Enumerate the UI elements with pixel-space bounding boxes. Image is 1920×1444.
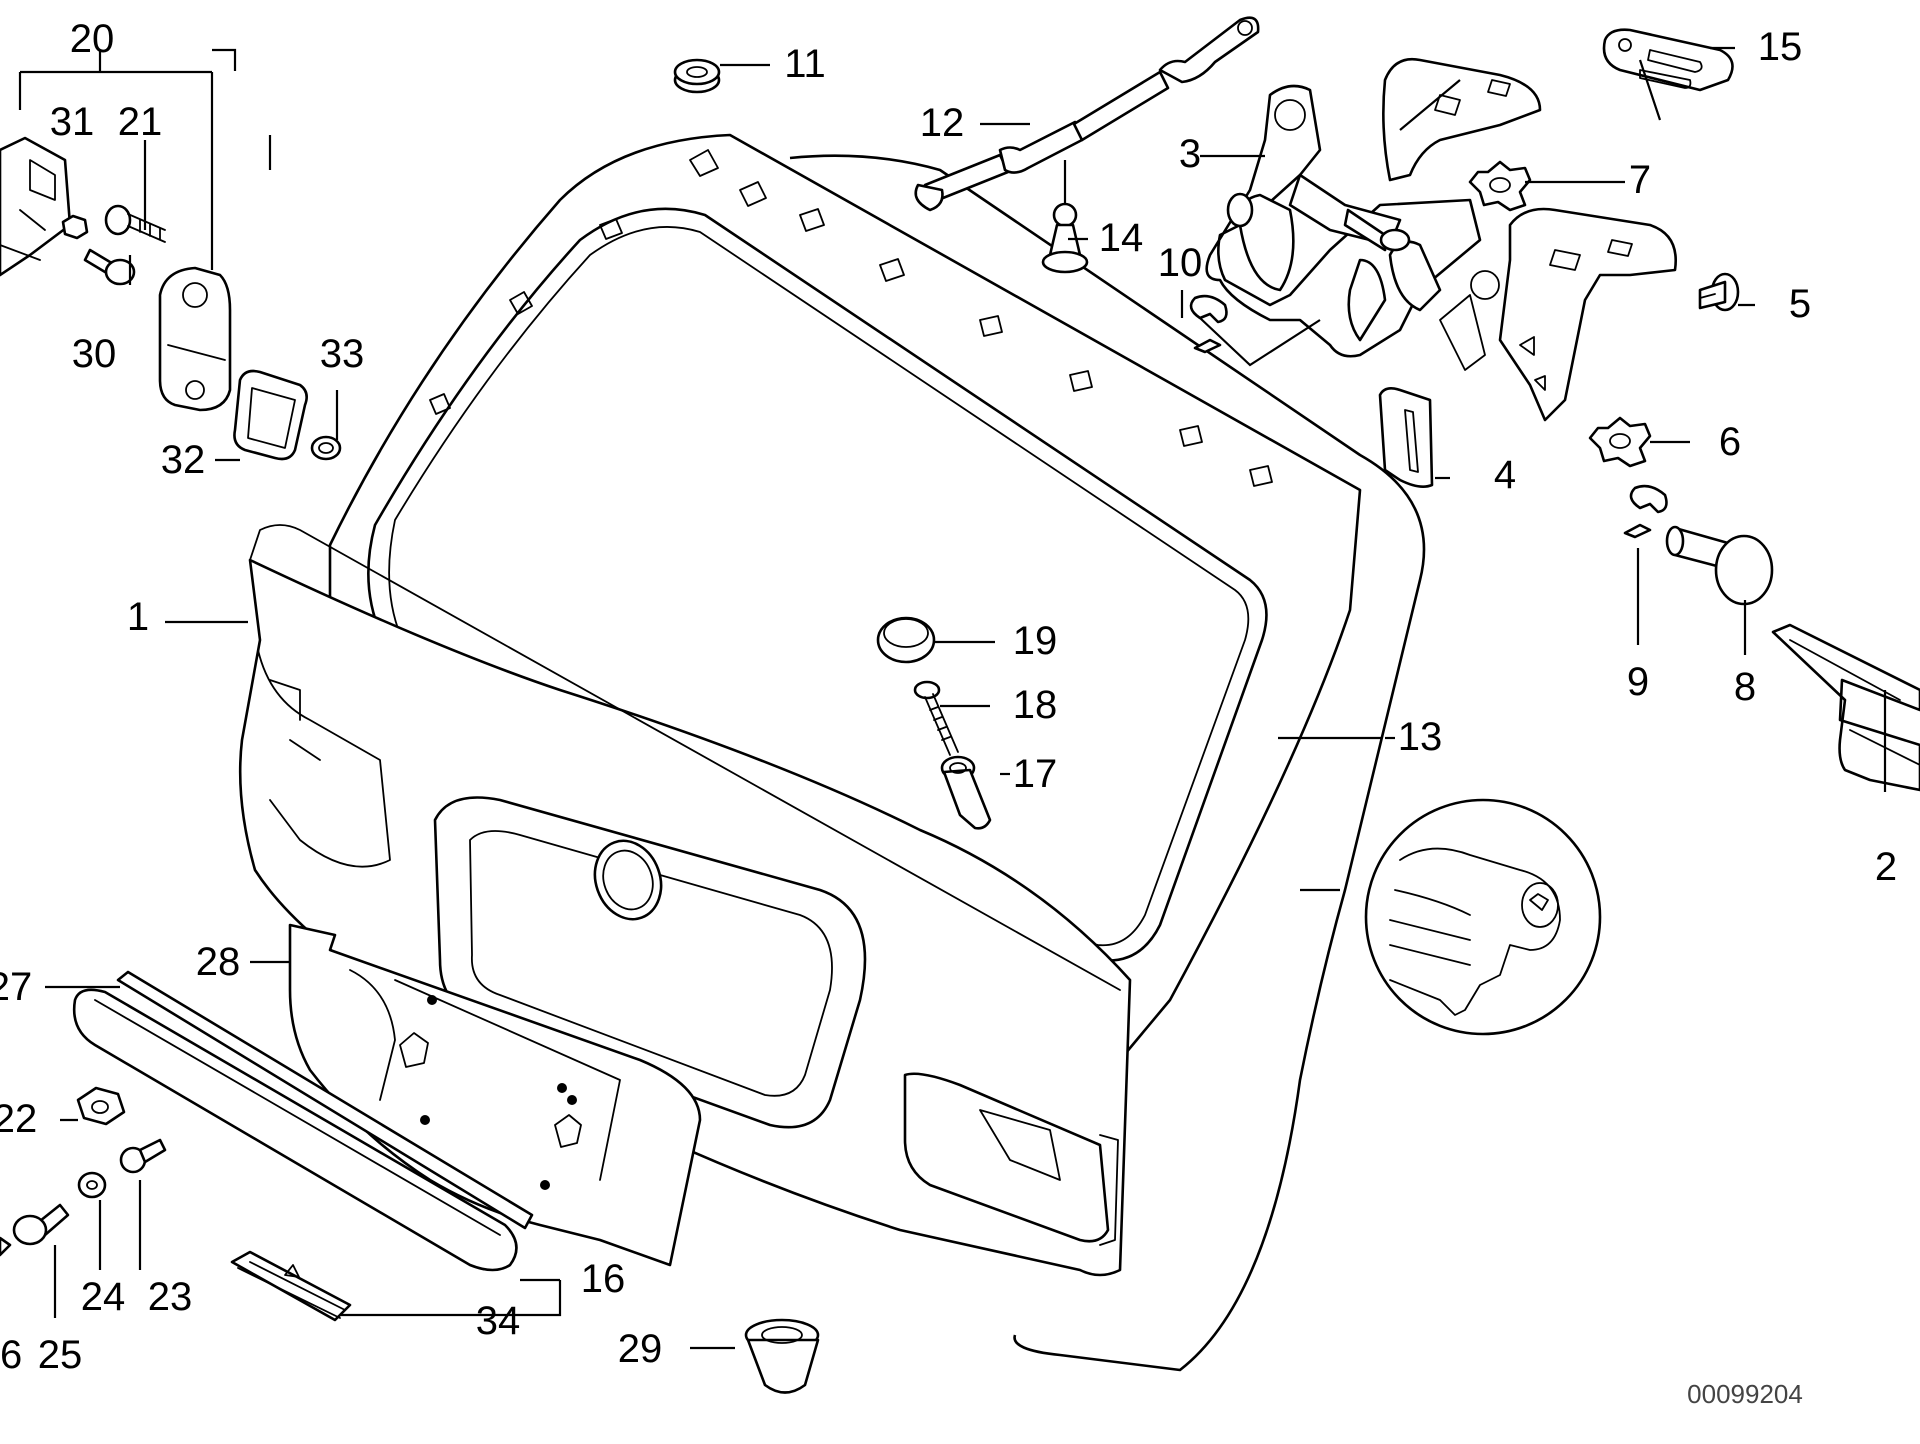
nut-22 [76, 1086, 126, 1126]
callout-5: 5 [1789, 282, 1811, 326]
tailgate-frame [238, 133, 1362, 1277]
callout-labels: 1 2 3 4 5 6 7 8 9 10 11 12 13 14 15 16 1… [0, 17, 1897, 1409]
bolt-25 [12, 1203, 70, 1246]
screw [913, 680, 959, 756]
shim-plate [1602, 28, 1734, 92]
star-nut-lower [1588, 416, 1652, 468]
callout-1: 1 [127, 595, 149, 639]
circlip-lower [1623, 484, 1668, 539]
callout-12: 12 [920, 101, 965, 145]
hinge-bracket-upper [1382, 57, 1542, 182]
circlip-upper [1189, 294, 1228, 354]
rubber-cushion [744, 1318, 820, 1394]
callout-29: 29 [618, 1327, 663, 1371]
callout-16: 16 [581, 1257, 626, 1301]
bolt-23 [119, 1138, 167, 1174]
bolt-small [1698, 272, 1740, 312]
callout-19: 19 [1013, 619, 1058, 663]
callout-2: 2 [1875, 845, 1897, 889]
callout-32: 32 [161, 438, 206, 482]
callout-23: 23 [148, 1275, 193, 1319]
callout-4: 4 [1494, 453, 1516, 497]
bolt-26 [0, 1236, 12, 1257]
star-nut-upper [1468, 160, 1532, 212]
callout-7: 7 [1629, 158, 1651, 202]
reference-number: 00099204 [1687, 1379, 1803, 1409]
callout-9: 9 [1627, 660, 1649, 704]
callout-14: 14 [1099, 216, 1144, 260]
washer-24 [77, 1171, 107, 1199]
callout-30: 30 [72, 332, 117, 376]
callout-6: 6 [1719, 420, 1741, 464]
callout-33: 33 [320, 332, 365, 376]
ball-stud [1041, 202, 1089, 274]
washer-33 [310, 435, 342, 461]
bolt-30 [83, 248, 136, 286]
hinge-pin [1665, 525, 1774, 606]
callout-24: 24 [81, 1275, 126, 1319]
callout-25: 25 [38, 1333, 83, 1377]
hinge-bracket-lower [1498, 207, 1678, 422]
slotted-shim [1378, 387, 1434, 488]
callout-15: 15 [1758, 25, 1803, 69]
left-hinge-bracket [0, 136, 232, 412]
callout-27: 27 [0, 965, 32, 1009]
callout-31: 31 [50, 100, 95, 144]
leader-lines [18, 46, 1887, 1350]
callout-26: 26 [0, 1333, 22, 1377]
rubber-buffer-small [673, 58, 721, 94]
callout-10: 10 [1158, 241, 1203, 285]
gas-strut [914, 16, 1260, 212]
callout-13: 13 [1398, 715, 1443, 759]
callout-21: 21 [118, 100, 163, 144]
gasket-32 [233, 369, 308, 461]
screw-21 [104, 204, 166, 243]
trim-moulding [72, 988, 518, 1272]
callout-28: 28 [196, 940, 241, 984]
callout-20: 20 [70, 17, 115, 61]
reinforcement-bracket [1771, 623, 1920, 792]
callout-8: 8 [1734, 665, 1756, 709]
clip-strip [230, 1250, 352, 1322]
callout-17: 17 [1013, 752, 1058, 796]
callout-34: 34 [476, 1299, 521, 1343]
seal-detail-inset [1364, 798, 1602, 1036]
expansion-nut [940, 755, 992, 830]
trim-strip [116, 970, 534, 1230]
hinge-assembly [1205, 84, 1500, 371]
callout-18: 18 [1013, 683, 1058, 727]
callout-22: 22 [0, 1097, 37, 1141]
callout-3: 3 [1179, 132, 1201, 176]
grommet [876, 616, 936, 664]
nut-31 [61, 214, 89, 240]
callout-11: 11 [784, 42, 826, 86]
